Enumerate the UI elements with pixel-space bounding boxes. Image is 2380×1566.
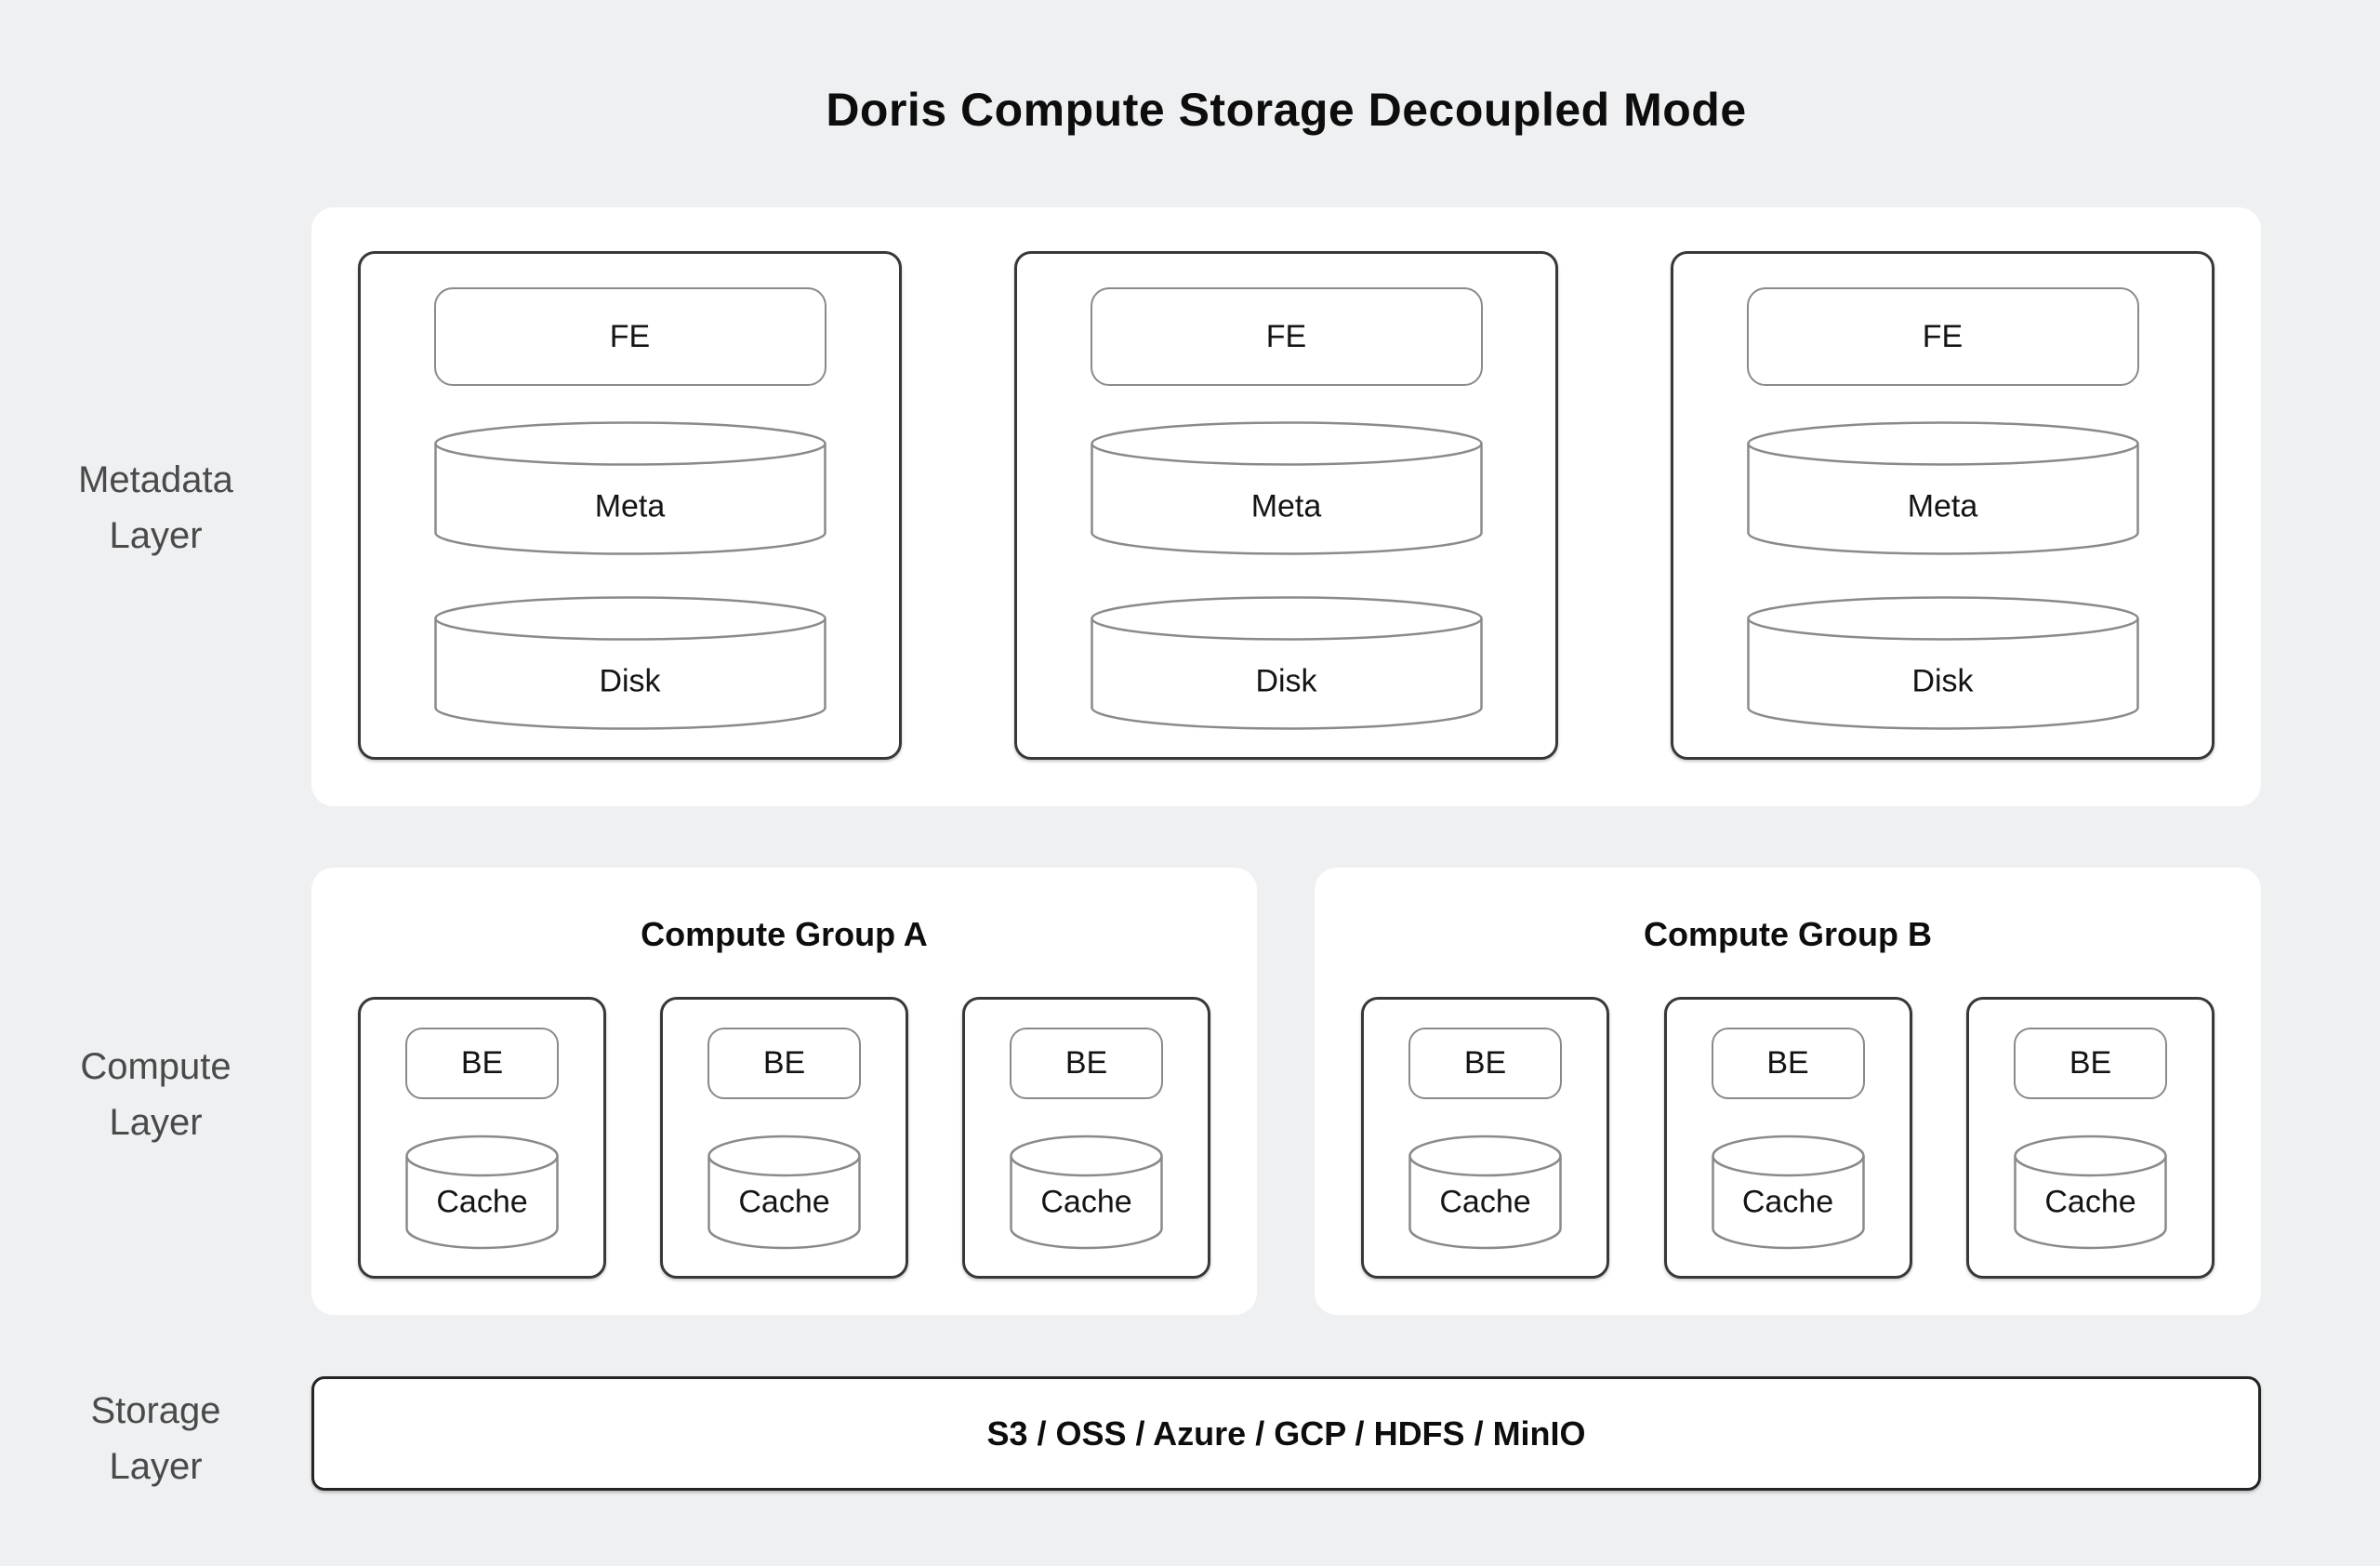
fe-node-3: FE Meta Disk: [1671, 251, 2215, 760]
storage-providers-label: S3 / OSS / Azure / GCP / HDFS / MinIO: [986, 1413, 1586, 1453]
be-label: BE: [762, 1045, 806, 1081]
compute-group-b-title: Compute Group B: [1644, 915, 1932, 953]
fe-node-1: FE Meta Disk: [358, 251, 902, 760]
compute-layer-label-line2: Layer: [109, 1102, 203, 1143]
be-label: BE: [460, 1045, 504, 1081]
be-box: BE: [707, 1028, 861, 1099]
cache-cylinder-icon: Cache: [1010, 1135, 1163, 1251]
compute-layer-label-line1: Compute: [80, 1046, 231, 1087]
compute-group-b-node-row: BE Cache BE: [1361, 997, 2215, 1279]
compute-group-b-panel: Compute Group B BE Cache BE: [1315, 868, 2261, 1315]
be-label: BE: [1064, 1045, 1108, 1081]
cache-label: Cache: [1741, 1184, 1834, 1219]
disk-label: Disk: [599, 663, 661, 699]
cache-label: Cache: [2044, 1184, 2136, 1219]
be-label: BE: [1463, 1045, 1507, 1081]
cache-label: Cache: [738, 1184, 830, 1219]
be-node-a2: BE Cache: [660, 997, 908, 1279]
be-box: BE: [2014, 1028, 2167, 1099]
fe-label: FE: [609, 318, 651, 354]
storage-box: S3 / OSS / Azure / GCP / HDFS / MinIO: [311, 1376, 2261, 1491]
meta-label: Meta: [1907, 488, 1978, 524]
be-box: BE: [1010, 1028, 1163, 1099]
meta-label: Meta: [1250, 488, 1322, 524]
be-box: BE: [1408, 1028, 1562, 1099]
disk-label: Disk: [1911, 663, 1974, 699]
metadata-layer-label-line2: Layer: [109, 515, 203, 556]
be-node-b2: BE Cache: [1663, 997, 1912, 1279]
cache-cylinder-icon: Cache: [707, 1135, 861, 1251]
be-box: BE: [1711, 1028, 1865, 1099]
metadata-layer-panel: FE Meta Disk FE: [311, 207, 2261, 806]
cache-cylinder-icon: Cache: [405, 1135, 559, 1251]
meta-cylinder-icon: Meta: [433, 420, 826, 556]
be-label: BE: [2069, 1045, 2112, 1081]
compute-layer-label: Compute Layer: [0, 1039, 311, 1150]
cache-cylinder-icon: Cache: [1408, 1135, 1562, 1251]
metadata-layer-label-line1: Metadata: [78, 459, 233, 500]
cache-label: Cache: [1040, 1184, 1132, 1219]
metadata-layer-label: Metadata Layer: [0, 452, 311, 564]
cache-cylinder-icon: Cache: [2014, 1135, 2167, 1251]
disk-cylinder-icon: Disk: [1746, 595, 2139, 731]
compute-group-a-node-row: BE Cache BE: [358, 997, 1210, 1279]
meta-cylinder-icon: Meta: [1090, 420, 1483, 556]
be-node-b3: BE Cache: [1966, 997, 2215, 1279]
fe-label: FE: [1922, 318, 1964, 354]
meta-label: Meta: [594, 488, 666, 524]
disk-label: Disk: [1255, 663, 1317, 699]
fe-box: FE: [433, 287, 826, 386]
cache-cylinder-icon: Cache: [1711, 1135, 1865, 1251]
fe-box: FE: [1090, 287, 1483, 386]
disk-cylinder-icon: Disk: [433, 595, 826, 731]
storage-layer-label-line2: Layer: [109, 1446, 203, 1487]
be-node-b1: BE Cache: [1361, 997, 1609, 1279]
fe-node-2: FE Meta Disk: [1014, 251, 1558, 760]
diagram-title: Doris Compute Storage Decoupled Mode: [826, 84, 1747, 136]
cache-label: Cache: [1439, 1184, 1531, 1219]
disk-cylinder-icon: Disk: [1090, 595, 1483, 731]
compute-group-a-panel: Compute Group A BE Cache BE: [311, 868, 1257, 1315]
be-node-a3: BE Cache: [962, 997, 1210, 1279]
cache-label: Cache: [436, 1184, 528, 1219]
be-node-a1: BE Cache: [358, 997, 606, 1279]
fe-box: FE: [1746, 287, 2139, 386]
be-box: BE: [405, 1028, 559, 1099]
storage-layer-label-line1: Storage: [90, 1390, 221, 1431]
be-label: BE: [1766, 1045, 1809, 1081]
meta-cylinder-icon: Meta: [1746, 420, 2139, 556]
storage-layer-label: Storage Layer: [0, 1383, 311, 1494]
fe-label: FE: [1265, 318, 1307, 354]
compute-group-a-title: Compute Group A: [641, 915, 928, 953]
